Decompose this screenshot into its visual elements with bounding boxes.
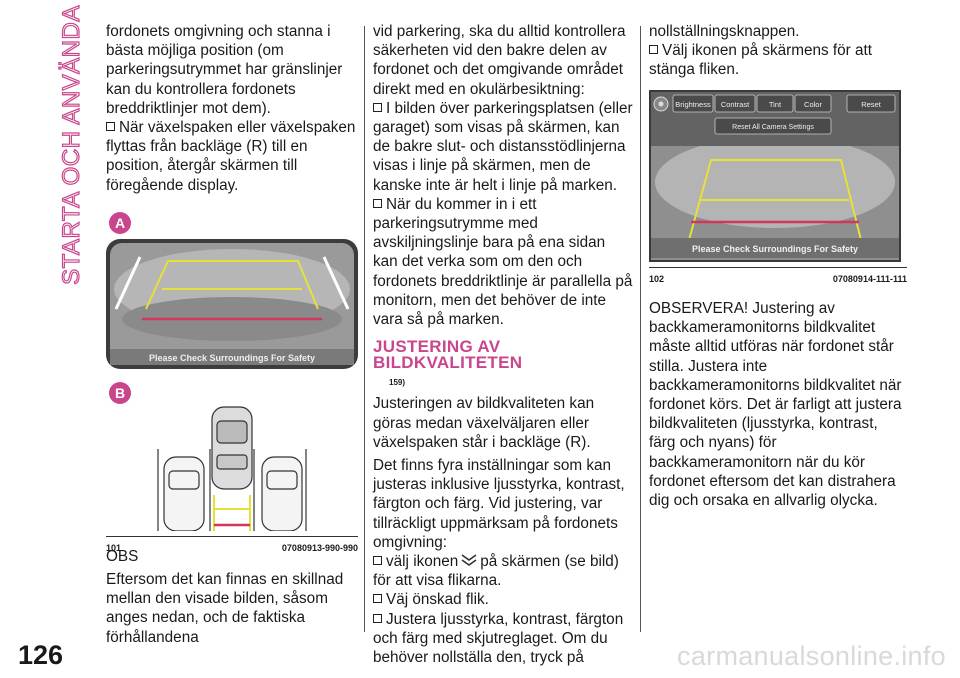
reference-number: 159) xyxy=(389,378,406,388)
checkbox-bullet-icon xyxy=(373,613,382,623)
warning-paragraph: OBSERVERA! Justering av backkameramonito… xyxy=(649,300,902,510)
svg-text:Color: Color xyxy=(804,100,822,109)
checkbox-bullet-icon xyxy=(373,102,382,112)
figure-caption: 101 07080913-990-990 xyxy=(106,536,358,558)
checkbox-bullet-icon xyxy=(106,122,115,132)
section-heading: JUSTERING AV BILDKVALITETEN xyxy=(373,337,523,373)
figure-code: 07080914-111-111 xyxy=(832,273,907,284)
bullet-item: När växelspaken eller växelspaken flytta… xyxy=(106,118,358,195)
bullet-text: Justera ljusstyrka, kontrast, färgton oc… xyxy=(373,610,624,667)
paragraph: Det finns fyra inställningar som kan jus… xyxy=(373,457,625,551)
bullet-text: När växelspaken eller växelspaken flytta… xyxy=(106,119,356,194)
label-a: A xyxy=(115,215,125,231)
column-3: nollställningsknappen. Välj ikonen på sk… xyxy=(649,22,907,510)
watermark: carmanualsonline.info xyxy=(677,641,946,671)
label-a-badge xyxy=(109,211,131,234)
bullet-text: När du kommer in i ett parkeringsutrymme… xyxy=(373,195,633,329)
column-1: fordonets omgivning och stanna i bästa m… xyxy=(106,22,358,647)
tab-brightness xyxy=(672,94,714,113)
figure-caption: 102 07080914-111-111 xyxy=(649,266,907,289)
bullet-item: I bilden över parkeringsplatsen (eller g… xyxy=(373,99,633,195)
column-divider xyxy=(364,26,365,632)
tab-color xyxy=(794,94,832,113)
guide-line-yellow xyxy=(145,259,319,310)
figure-102: Brightness Contrast Tint Color Reset Res… xyxy=(649,89,907,290)
bullet-text: I bilden över parkeringsplatsen (eller g… xyxy=(373,99,633,194)
page-number: 126 xyxy=(18,640,64,670)
column-divider xyxy=(640,26,641,632)
checkbox-bullet-icon xyxy=(373,594,382,604)
guide-line-yellow xyxy=(688,158,862,240)
section-title: STARTA OCH ANVÄNDA xyxy=(57,5,85,286)
parking-diagram xyxy=(157,406,307,532)
paragraph: Justeringen av bildkvaliteten kan göras … xyxy=(373,395,595,451)
double-chevron-down-icon xyxy=(461,554,477,567)
figure-number: 102 xyxy=(649,273,665,284)
paragraph: fordonets omgivning och stanna i bästa m… xyxy=(106,23,343,117)
svg-text:Reset All Camera Settings: Reset All Camera Settings xyxy=(732,124,814,131)
tab-tint xyxy=(756,94,794,113)
svg-text:Reset: Reset xyxy=(861,100,882,109)
screen-warning: Please Check Surroundings For Safety xyxy=(692,244,858,254)
figure-code: 07080913-990-990 xyxy=(281,543,358,554)
column-2: vid parkering, ska du alltid kontrollera… xyxy=(373,22,633,667)
svg-text:Contrast: Contrast xyxy=(721,100,750,109)
svg-text:Tint: Tint xyxy=(769,100,782,109)
bullet-text: Väj önskad flik. xyxy=(386,591,489,609)
bullet-item: När du kommer in i ett parkeringsutrymme… xyxy=(373,195,633,329)
paragraph: nollställningsknappen. xyxy=(649,23,800,40)
tab-contrast xyxy=(714,94,756,113)
section-side-tab: STARTA OCH ANVÄNDA xyxy=(52,5,92,286)
label-b: B xyxy=(115,385,125,401)
reset-all-button xyxy=(714,117,832,135)
screen-a-warning: Please Check Surroundings For Safety xyxy=(149,353,315,363)
bullet-item: Väj önskad flik. xyxy=(373,590,633,609)
paragraph: Eftersom det kan finnas en skillnad mell… xyxy=(106,571,344,646)
checkbox-bullet-icon xyxy=(649,45,658,55)
paragraph: vid parkering, ska du alltid kontrollera… xyxy=(373,23,626,98)
bullet-item: Justera ljusstyrka, kontrast, färgton oc… xyxy=(373,610,633,668)
reset-button xyxy=(846,94,896,113)
figure-101: A Please Check Surroundings For Safety B xyxy=(106,208,358,553)
bullet-text: välj ikonen xyxy=(386,553,459,571)
bullet-text: Välj ikonen på skärmens för att stänga f… xyxy=(649,42,873,79)
bullet-item: Välj ikonen på skärmens för att stänga f… xyxy=(649,41,907,79)
bullet-text: på skärmen (se bild) för att visa flikar… xyxy=(373,553,619,590)
figure-number: 101 xyxy=(106,543,122,554)
camera-display-illustration: A Please Check Surroundings For Safety B xyxy=(106,211,358,532)
svg-text:Brightness: Brightness xyxy=(675,100,711,109)
note-label: OBS xyxy=(106,547,139,565)
checkbox-bullet-icon xyxy=(373,198,382,208)
label-b-badge xyxy=(109,381,131,404)
warning-reference: 159) xyxy=(373,371,633,392)
camera-settings-screen: Brightness Contrast Tint Color Reset Res… xyxy=(649,89,901,262)
checkbox-bullet-icon xyxy=(373,556,382,566)
